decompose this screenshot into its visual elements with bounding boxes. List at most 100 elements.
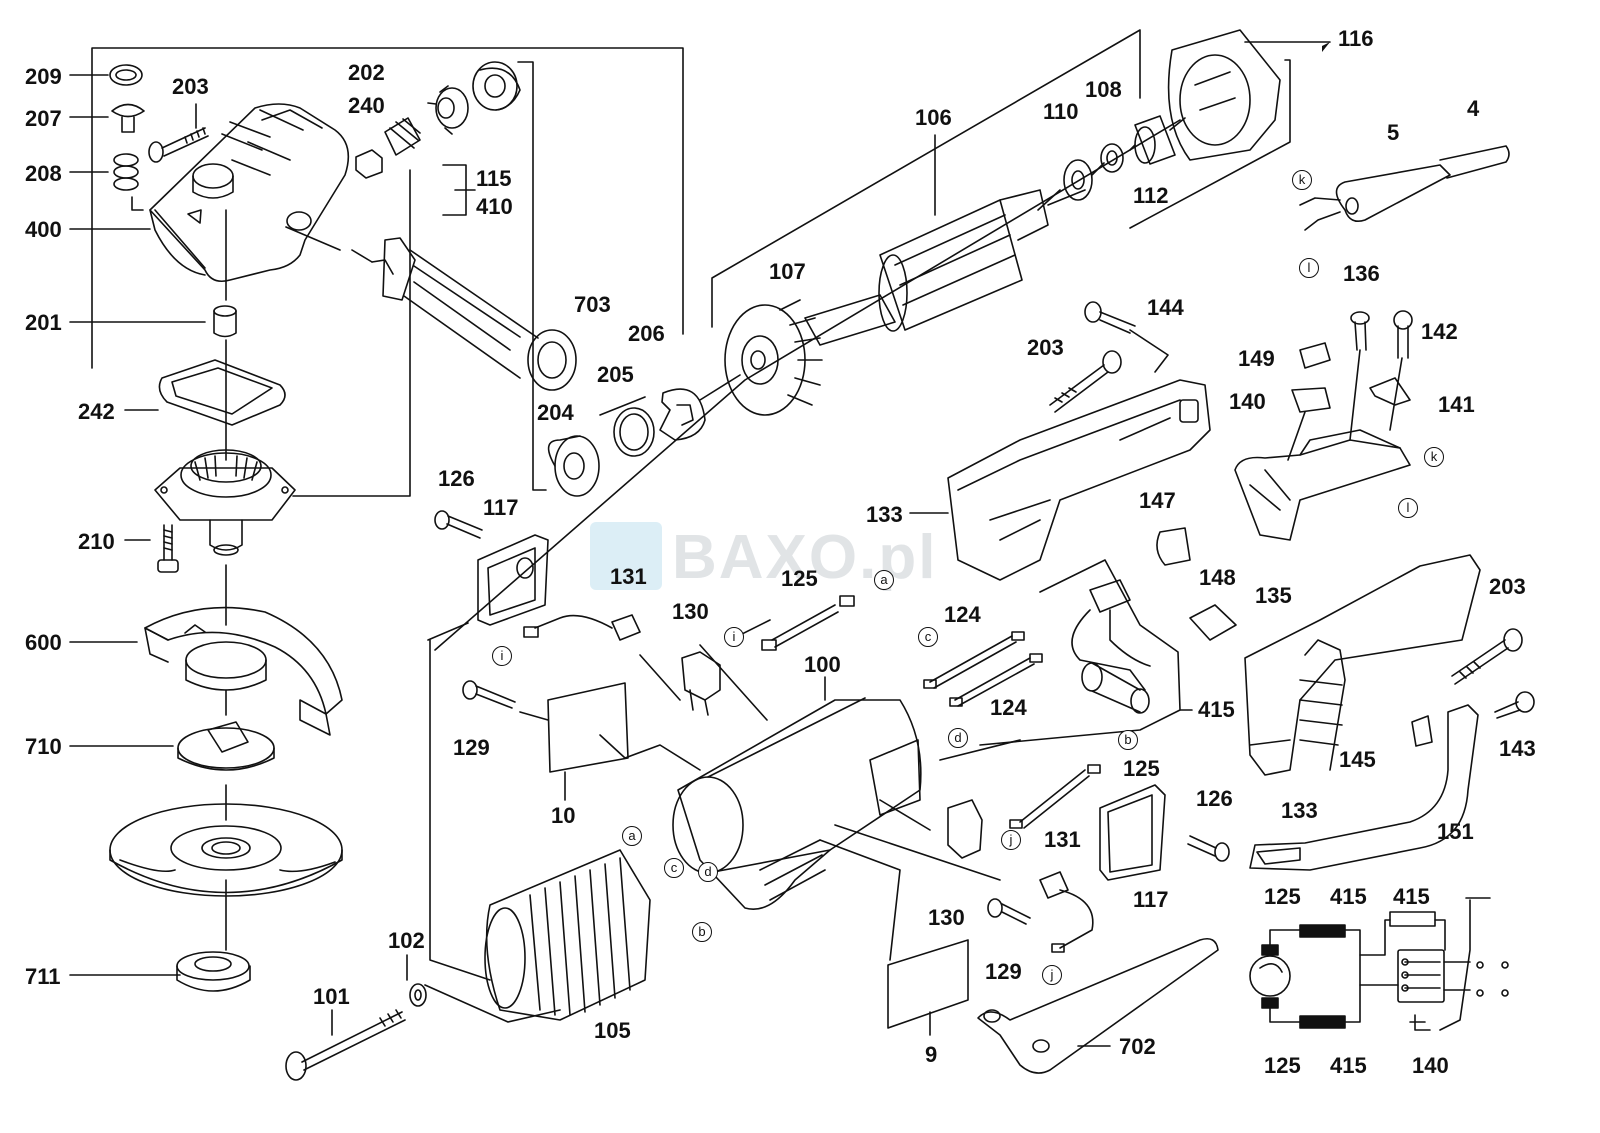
part-126-screw-a	[434, 510, 483, 539]
part-label-108: 108	[1085, 77, 1122, 102]
part-label-205: 205	[597, 362, 634, 387]
part-label-125b: 125	[1123, 756, 1160, 781]
part-label-147: 147	[1139, 488, 1176, 513]
part-116-end-shield	[1167, 29, 1281, 161]
part-107-fan	[724, 299, 823, 416]
part-240-nut	[355, 149, 383, 179]
part-label-142: 142	[1421, 319, 1458, 344]
dash-leaders-switch	[1287, 349, 1403, 461]
part-label-415d: 415	[1330, 1053, 1367, 1078]
connection-marker-d1: d	[948, 728, 968, 748]
part-label-149: 149	[1238, 346, 1275, 371]
part-label-151: 151	[1437, 819, 1474, 844]
part-105-field-stator	[484, 849, 651, 1021]
connection-marker-j2: j	[1042, 965, 1062, 985]
part-label-135: 135	[1255, 583, 1292, 608]
part-label-9: 9	[925, 1042, 938, 1067]
part-label-410: 410	[476, 194, 513, 219]
part-129-screw-b	[987, 898, 1031, 925]
part-117-brush-cover-b	[1099, 784, 1166, 881]
part-145-clip	[1411, 715, 1433, 747]
part-102-washer	[409, 983, 427, 1007]
connection-marker-a1: a	[874, 570, 894, 590]
part-label-415b: 415	[1330, 884, 1367, 909]
part-label-203b: 203	[1027, 335, 1064, 360]
part-label-107: 107	[769, 259, 806, 284]
wiring-schematic	[1249, 897, 1509, 1031]
part-147-cover	[1156, 527, 1191, 566]
part-129-screw-a	[462, 680, 516, 709]
leader-202-column	[517, 61, 547, 491]
part-5-cable-sleeve	[1335, 164, 1451, 223]
part-124-leads	[923, 631, 1043, 707]
part-label-133b: 133	[1281, 798, 1318, 823]
part-133-handle-half-b	[1244, 554, 1481, 776]
part-label-100: 100	[804, 652, 841, 677]
part-label-129b: 129	[985, 959, 1022, 984]
part-label-140b: 140	[1412, 1053, 1449, 1078]
part-101-screw	[285, 1009, 406, 1081]
part-label-600: 600	[25, 630, 62, 655]
part-711-locknut	[176, 951, 251, 992]
part-label-204: 204	[537, 400, 574, 425]
part-203-screw-c	[1451, 628, 1523, 685]
part-136-screw	[1350, 311, 1370, 351]
part-label-117a: 117	[483, 495, 519, 520]
part-label-242: 242	[78, 399, 115, 424]
part-label-206: 206	[628, 321, 665, 346]
part-label-101: 101	[313, 984, 350, 1009]
part-201-sleeve	[213, 305, 237, 338]
part-label-702: 702	[1119, 1034, 1156, 1059]
part-label-125d: 125	[1264, 1053, 1301, 1078]
part-131-brush-a	[523, 614, 641, 641]
part-203-screw-b	[1049, 350, 1122, 413]
part-label-5: 5	[1387, 120, 1400, 145]
part-400-gear-housing	[149, 103, 350, 283]
part-149-brush	[1299, 342, 1331, 369]
connection-marker-c1: c	[918, 627, 938, 647]
part-207-cap	[111, 103, 145, 133]
connection-marker-b1: b	[1118, 730, 1138, 750]
part-label-141: 141	[1438, 392, 1475, 417]
part-label-400: 400	[25, 217, 62, 242]
part-143-screw	[1494, 691, 1535, 719]
part-140-capacitor	[1291, 387, 1331, 413]
part-131-brush-b	[1039, 871, 1094, 953]
watermark-logo-mark	[590, 522, 662, 590]
part-label-148: 148	[1199, 565, 1236, 590]
part-label-209: 209	[25, 64, 62, 89]
part-148-cover	[1189, 604, 1237, 641]
part-label-133a: 133	[866, 502, 903, 527]
connection-marker-k2: k	[1424, 447, 1444, 467]
part-label-711: 711	[25, 964, 61, 989]
part-label-131b: 131	[1044, 827, 1081, 852]
part-label-4: 4	[1467, 96, 1480, 121]
gearhead-group-bracket	[91, 47, 684, 369]
grinding-disc	[109, 803, 343, 897]
part-label-208: 208	[25, 161, 62, 186]
part-label-415a: 415	[1198, 697, 1235, 722]
part-204-bearing	[547, 435, 600, 497]
part-label-202: 202	[348, 60, 385, 85]
connection-marker-i1: i	[724, 627, 744, 647]
part-label-131a: 131	[610, 564, 647, 589]
leader-410-column	[292, 169, 411, 497]
cable-wires	[1299, 197, 1341, 231]
bracket-415	[979, 559, 1181, 746]
bracket-motor-assy	[424, 622, 561, 1023]
part-130-brush-holder-b	[947, 799, 983, 859]
part-label-207: 207	[25, 106, 62, 131]
connection-marker-b2: b	[692, 922, 712, 942]
part-label-130b: 130	[928, 905, 965, 930]
part-label-136: 136	[1343, 261, 1380, 286]
part-10-label	[547, 682, 629, 773]
part-label-116: 116	[1338, 26, 1374, 51]
connection-marker-a2: a	[622, 826, 642, 846]
part-202-washer	[472, 61, 521, 111]
part-142-screw	[1393, 310, 1413, 359]
part-242-gasket	[158, 359, 286, 426]
connection-marker-l1: l	[1299, 258, 1319, 278]
part-125-connector-b	[1009, 764, 1101, 829]
part-label-143: 143	[1499, 736, 1536, 761]
